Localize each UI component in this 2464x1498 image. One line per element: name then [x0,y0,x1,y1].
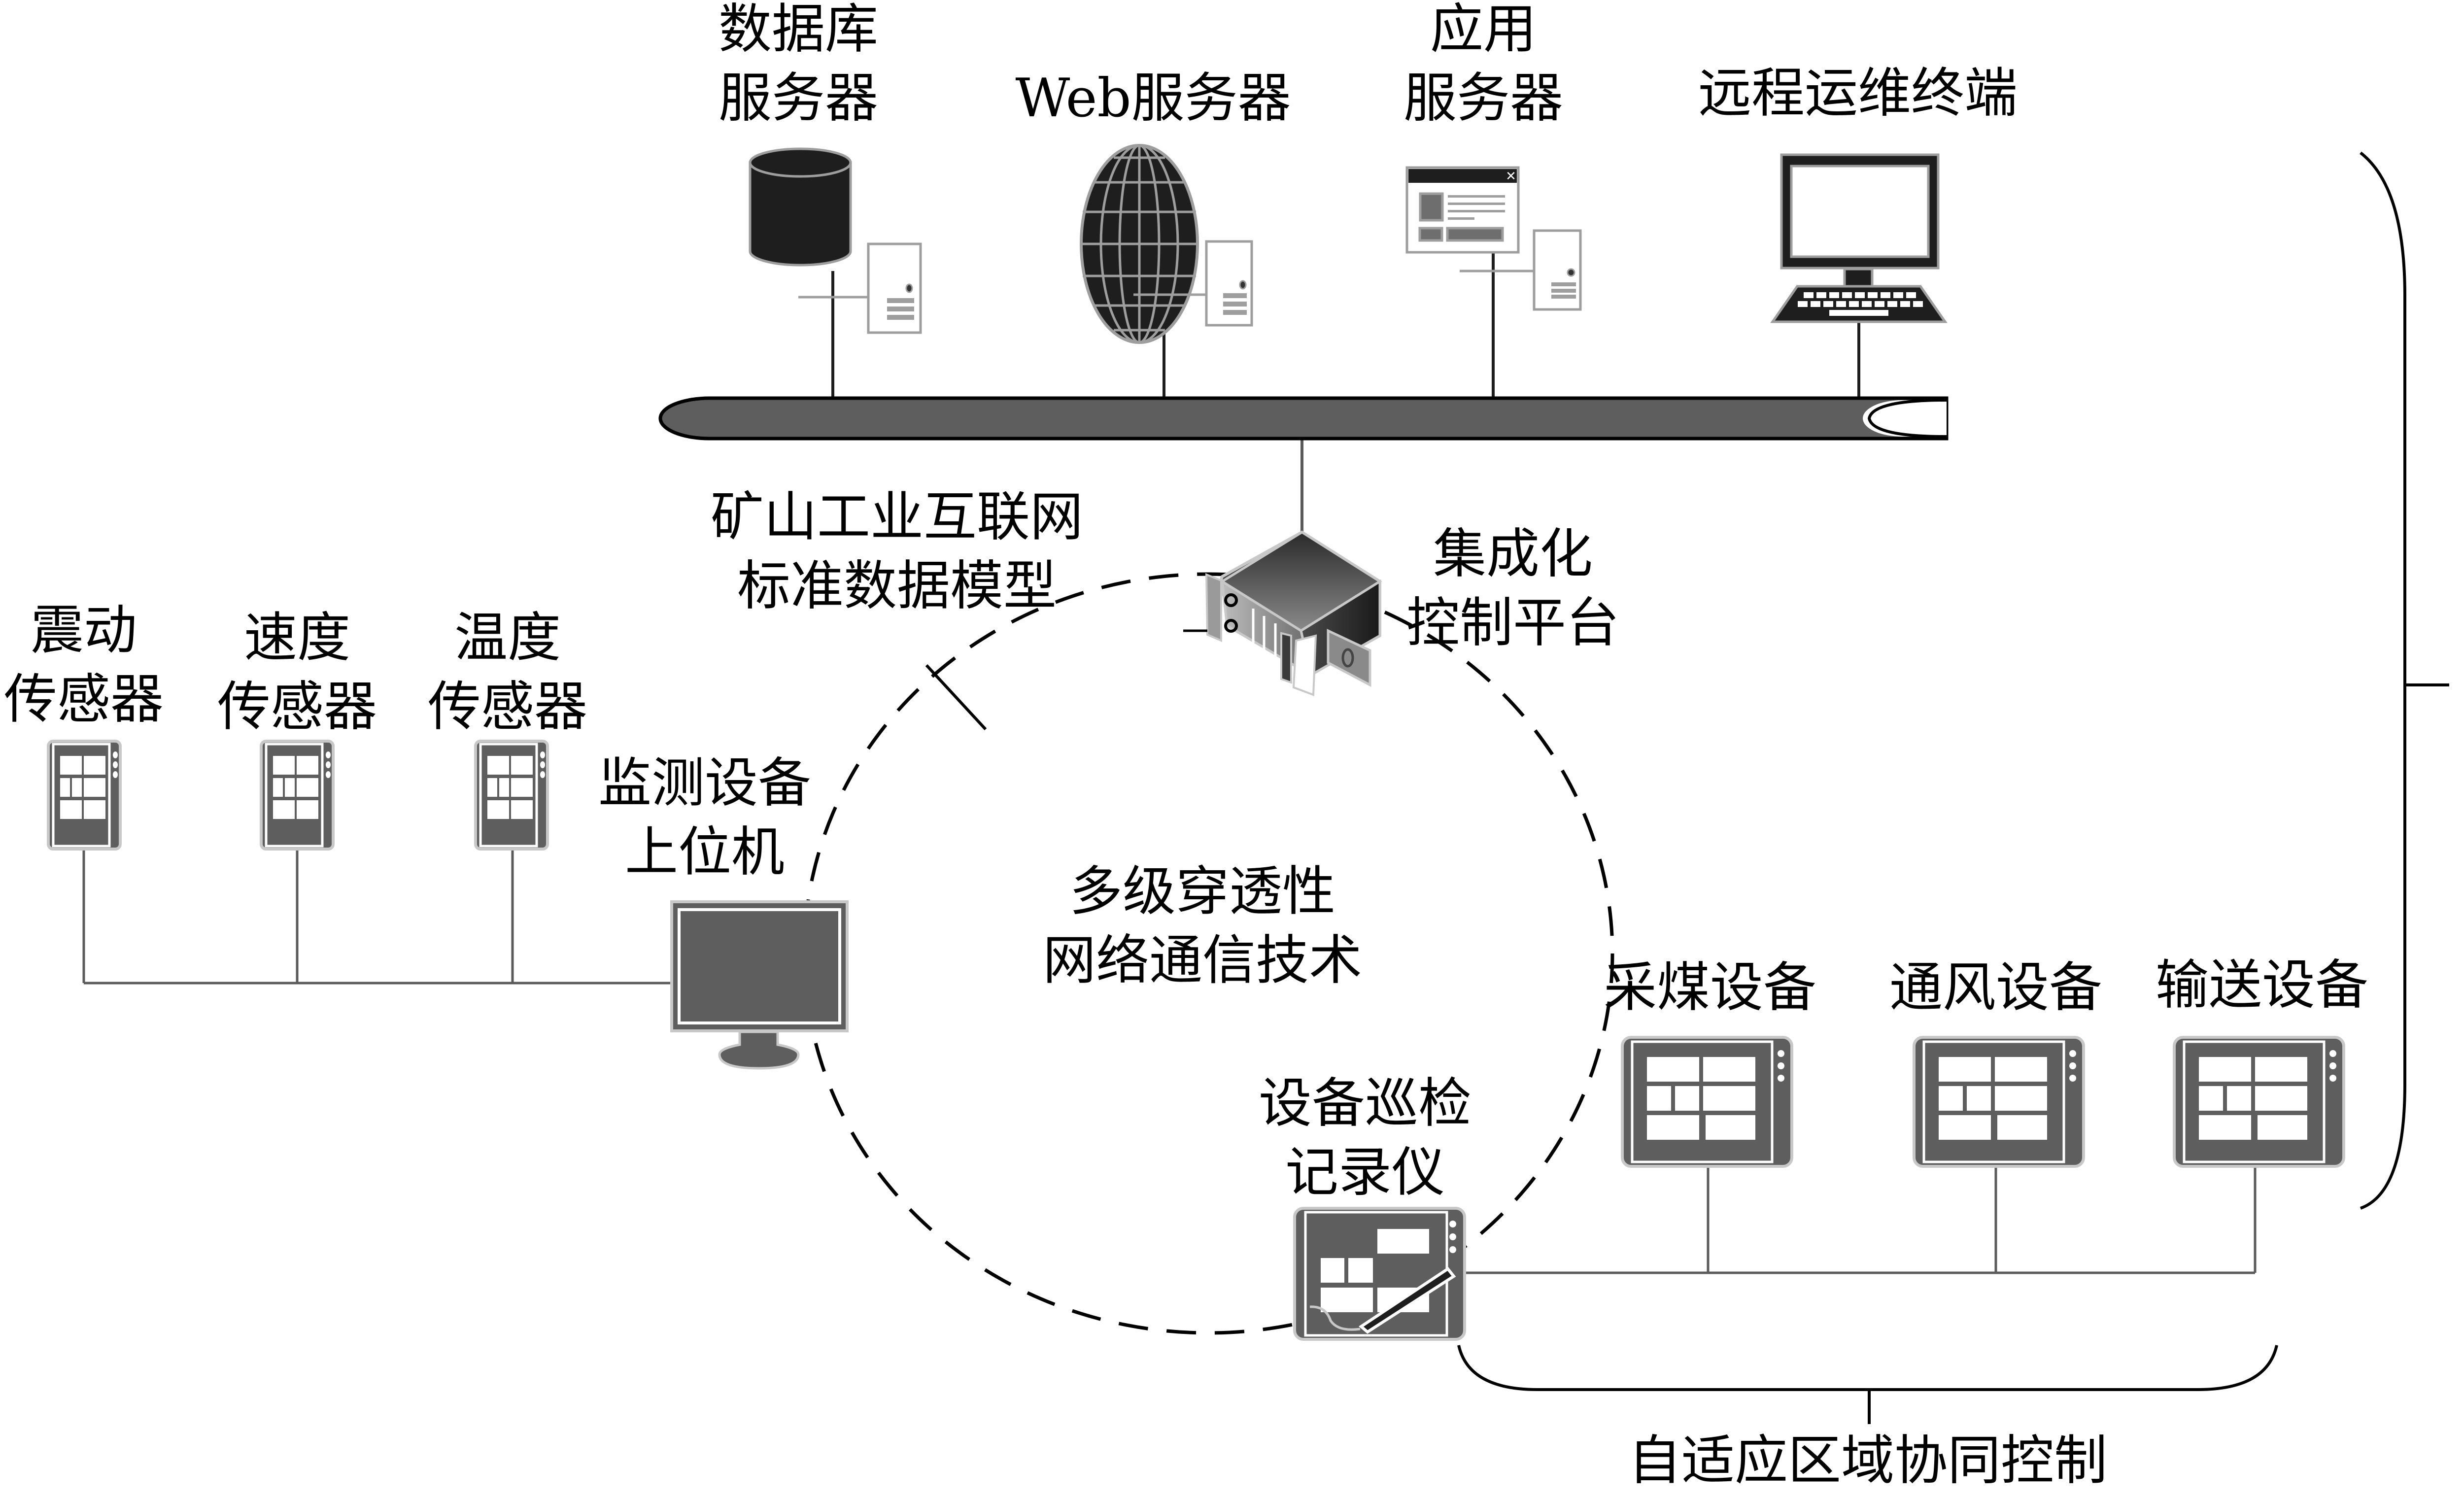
tower-server-icon [1460,229,1582,311]
monitoring-host-label-line2: 上位机 [624,821,785,883]
terminal-label: 远程运维终端 [1676,59,2040,128]
sensor-device-icon[interactable] [474,740,549,851]
sensor-label-line1: 温度 [454,607,561,669]
sensor-label-line2: 传感器 [427,676,587,738]
field-device-bus-lines [1465,1166,2257,1274]
vertical-label-char: 化 [2462,647,2464,717]
stylus-pen-icon [1359,1266,1456,1334]
remote-terminal-icon[interactable] [1770,153,1948,323]
web-server-label: Web服务器 [1005,64,1301,133]
network-technology-label: 多级穿透性 网络通信技术 [1005,857,1400,995]
sensor-label-vibration: 震动 传感器 [0,596,168,734]
web-server-label-line1: Web服务器 [1015,68,1291,129]
inspection-recorder-label: 设备巡检 记录仪 [1242,1069,1488,1207]
terminal-label-line1: 远程运维终端 [1698,63,2018,124]
control-platform-server-icon[interactable] [1183,530,1382,696]
sensor-label-line2: 传感器 [3,669,164,730]
sensor-label-line1: 震动 [30,600,137,661]
tower-server-icon [798,242,922,334]
field-device-panel-icon[interactable] [1621,1036,1793,1168]
data-model-label: 矿山工业互联网 标准数据模型 [680,483,1114,621]
vertical-system-brace [2360,151,2449,1210]
sensor-bus-lines [82,849,672,985]
monitoring-host-label-line1: 监测设备 [598,752,811,814]
inspection-recorder-label-line2: 记录仪 [1285,1142,1445,1203]
network-label-line1: 多级穿透性 [1069,861,1335,922]
keyboard-icon [1798,292,1923,316]
sensor-label-temperature: 温度 传感器 [424,604,591,742]
regional-control-label: 自适应区域协同控制 [1592,1427,2144,1496]
sensor-device-icon[interactable] [260,740,335,851]
vertical-label-char: 制 [2462,787,2464,857]
web-server-icon[interactable] [1080,144,1253,344]
control-platform-label-line1: 集成化 [1433,523,1593,585]
db-server-label: 数据库 服务器 [710,0,887,133]
vertical-label-char: 系 [2462,927,2464,997]
sensor-device-icon[interactable] [47,740,122,851]
sensor-label-speed: 速度 传感器 [213,604,381,742]
device-label-text: 输送设备 [2155,954,2368,1016]
vertical-system-label: 垂直一体化控制体系 [2462,367,2464,997]
control-platform-label-line2: 控制平台 [1406,592,1619,654]
sensor-label-line1: 速度 [243,607,350,669]
device-label-coal-mining: 采煤设备 [1602,953,1818,1022]
network-bus-pipe [658,396,1949,441]
data-model-label-line2: 标准数据模型 [737,555,1057,617]
globe-icon [1080,144,1199,344]
close-icon: ✕ [1506,169,1516,184]
vertical-label-char: 控 [2462,717,2464,787]
regional-control-label-text: 自适应区域协同控制 [1628,1430,2107,1492]
monitoring-host-monitor-icon[interactable] [670,900,849,1070]
app-window-icon: ✕ [1405,166,1520,254]
device-label-conveyor: 输送设备 [2154,951,2370,1020]
inspection-recorder-label-line1: 设备巡检 [1258,1073,1472,1134]
regional-control-brace [1457,1345,2278,1424]
device-label-text: 通风设备 [1889,957,2102,1019]
db-server-label-line1: 数据库 [718,0,878,60]
sensor-label-line2: 传感器 [217,676,377,738]
tower-server-icon [1133,240,1253,327]
monitoring-host-label: 监测设备 上位机 [582,749,828,887]
app-server-icon[interactable]: ✕ [1405,166,1582,311]
vertical-label-char: 体 [2462,577,2464,647]
field-device-panel-icon[interactable] [1913,1036,2085,1168]
inspection-recorder-icon[interactable] [1293,1207,1466,1341]
data-model-pointer-line [925,664,987,731]
field-device-panel-icon[interactable] [2173,1036,2345,1168]
app-server-label-line2: 服务器 [1403,68,1563,129]
control-platform-label: 集成化 控制平台 [1400,520,1626,658]
network-label-line2: 网络通信技术 [1042,930,1362,991]
db-server-label-line2: 服务器 [718,68,878,129]
vertical-label-char: 体 [2462,857,2464,927]
vertical-label-char: 直 [2462,437,2464,507]
database-server-icon[interactable] [749,147,922,334]
device-label-text: 采煤设备 [1603,957,1816,1019]
device-label-ventilation: 通风设备 [1887,953,2104,1022]
app-server-label: 应用 服务器 [1395,0,1572,133]
data-model-label-line1: 矿山工业互联网 [710,486,1083,548]
app-server-label-line1: 应用 [1430,0,1537,60]
vertical-label-char: 垂 [2462,367,2464,437]
vertical-label-char: 一 [2462,507,2464,577]
